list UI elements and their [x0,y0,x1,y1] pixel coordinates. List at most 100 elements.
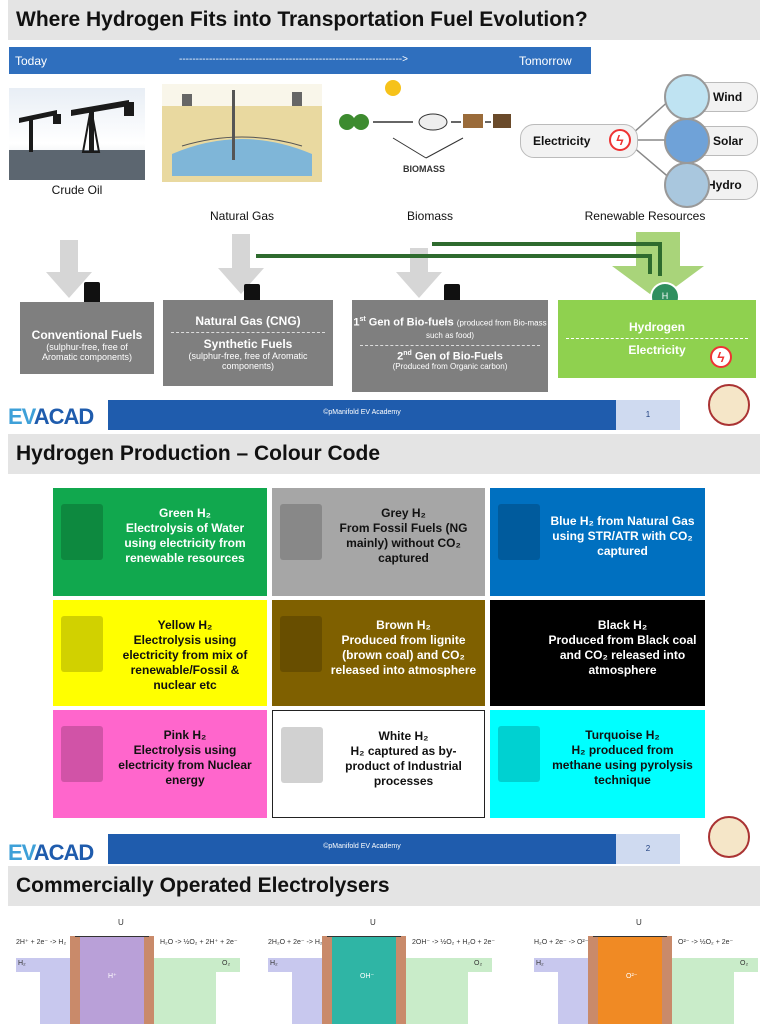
biomass-image: BIOMASS [333,78,519,178]
wind-coal-icon [61,616,103,672]
right-outlet [728,958,758,972]
natural-gas-image [162,84,322,182]
timeline-arrow: ----------------------------------------… [179,54,408,65]
cathode [70,936,80,1024]
cathode [322,936,332,1024]
membrane-cell [598,936,662,1024]
electricity-title: Electricity [628,343,686,357]
conventional-fuels-box: Conventional Fuels (sulphur-free, free o… [20,302,154,374]
voltage-label: U [636,918,642,927]
right-channel [668,958,734,1024]
voltage-label: U [370,918,376,927]
ion-label: H⁺ [108,973,117,980]
electrolyser-diagram: U 2H₂O + 2e⁻ -> H₂ + 2OH⁻ 2OH⁻ -> ½O₂ + H₂… [262,912,502,1024]
colour-cell: Blue H₂ from Natural Gas using STR/ATR w… [490,488,705,596]
cell-title: Turquoise H₂ [585,728,660,742]
synthetic-title: Synthetic Fuels [203,337,293,351]
right-gas: O₂ [222,960,231,967]
page-number: 1 [616,400,680,430]
second-gen-title: 2nd Gen of Bio-Fuels [397,349,503,363]
left-gas: H₂ [18,960,26,967]
biofuels-box: 1st Gen of Bio-fuels (produced from Bio-… [352,300,548,392]
left-gas: H₂ [270,960,278,967]
cng-box: Natural Gas (CNG) Synthetic Fuels (sulph… [163,300,333,386]
institute-seal [708,384,750,426]
gas-reservoir-icon [162,84,322,182]
biomass-caption: BIOMASS [403,164,446,174]
divider [566,338,748,339]
membrane-cell [332,936,396,1024]
renewable-label: Renewable Resources [584,209,706,223]
timeline-tomorrow: Tomorrow [519,54,572,68]
slide2-title: Hydrogen Production – Colour Code [8,434,760,474]
right-channel [402,958,468,1024]
wire [327,936,401,937]
cell-title: White H₂ [378,729,429,743]
hydro-dam-icon [664,162,710,208]
left-outlet [16,958,46,972]
coal-cart-icon [498,616,540,672]
flow-arrows [46,232,704,300]
nuclear-plant-icon [61,726,103,782]
institute-seal [708,816,750,858]
cathode [588,936,598,1024]
membrane-cell [80,936,144,1024]
anode [396,936,406,1024]
hydro-label: Hydro [707,178,742,192]
footer-bar: ©pManifold EV Academy [108,400,616,430]
left-outlet [534,958,564,972]
pyrolysis-reactor-icon [498,726,540,782]
hydrogen-box: Hydrogen Electricity ϟ [558,300,756,378]
crude-oil-label: Crude Oil [51,183,103,197]
left-equation: 2H₂O + 2e⁻ -> H₂ + 2OH⁻ [268,939,349,946]
right-gas: O₂ [740,960,749,967]
biomass-label: Biomass [406,209,453,223]
slide3-title: Commercially Operated Electrolysers [8,866,760,906]
wind-solar-icon [61,504,103,560]
conventional-title: Conventional Fuels [31,328,143,342]
wind-label: Wind [713,90,743,104]
right-equation: 2OH⁻ -> ½O₂ + H₂O + 2e⁻ [412,939,496,946]
right-gas: O₂ [474,960,483,967]
solar-label: Solar [713,134,744,148]
fuel-pump-icon [84,282,100,304]
timeline-today: Today [15,54,48,68]
factory-icon [281,727,323,783]
ion-label: O²⁻ [626,973,638,980]
right-channel [150,958,216,1024]
page-number: 2 [616,834,680,864]
wire [75,936,149,937]
natural-gas-label: Natural Gas [209,209,275,223]
right-equation: H₂O -> ½O₂ + 2H⁺ + 2e⁻ [160,939,238,946]
cell-text: Produced from lignite (brown coal) and C… [330,633,477,677]
anode [662,936,672,1024]
electricity-node: Electricity ϟ [520,124,638,158]
cell-text: Electrolysis using electricity from mix … [122,633,248,692]
right-outlet [462,958,492,972]
evacad-logo: EVACAD [8,840,94,865]
hydrogen-title: Hydrogen [628,320,685,334]
pumpjack-icon [9,100,145,180]
solar-panel-icon [664,118,710,164]
wind-turbine-icon [664,74,710,120]
right-equation: O²⁻ -> ½O₂ + 2e⁻ [678,939,734,946]
cell-title: Green H₂ [158,506,211,520]
cell-title: Blue H₂ from Natural Gas using STR/ATR w… [550,514,695,558]
refinery-icon [498,504,540,560]
electricity-label: Electricity [533,134,591,148]
cell-title: Grey H₂ [381,506,426,520]
cell-title: Pink H₂ [163,728,207,742]
lightning-icon: ϟ [609,129,631,151]
divider [360,344,540,346]
voltage-label: U [118,918,124,927]
lightning-icon: ϟ [710,346,732,368]
wire [593,936,667,937]
